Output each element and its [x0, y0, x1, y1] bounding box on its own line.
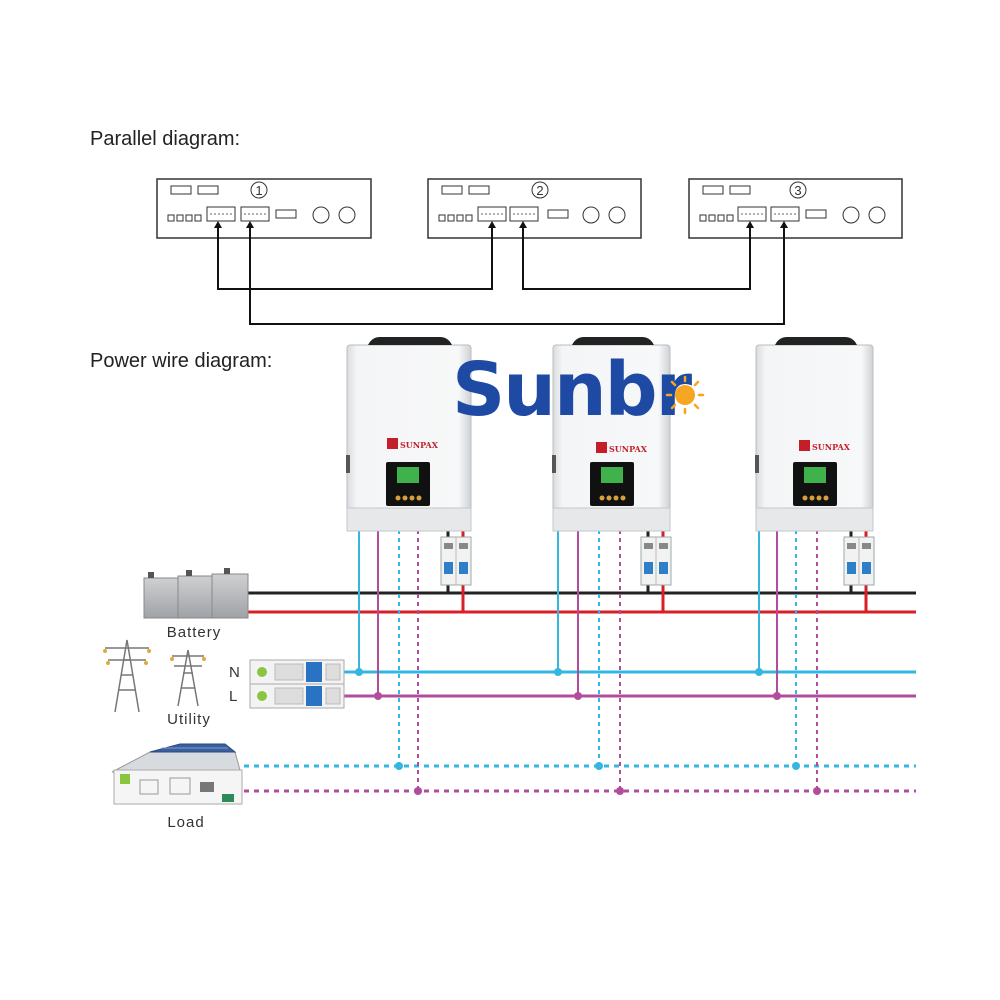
dc-breaker-1: [440, 536, 472, 586]
sun-icon: [665, 375, 705, 415]
dc-breaker-3: [843, 536, 875, 586]
ac-breaker-live: [249, 683, 345, 709]
inverter-2: SUNPAX: [552, 337, 671, 532]
utility-label: Utility: [167, 711, 211, 728]
junction-dots: [355, 668, 821, 795]
unit-number-1: 1: [255, 183, 262, 198]
inverter-3: SUNPAX: [755, 337, 874, 532]
parallel-unit-3: 3: [688, 178, 903, 239]
house-load-icon: [111, 743, 243, 805]
live-label: L: [229, 688, 237, 705]
unit-number-3: 3: [794, 183, 801, 198]
battery-label: Battery: [167, 624, 222, 641]
inverter-2-brand: SUNPAX: [609, 444, 648, 454]
parallel-diagram-title: Parallel diagram:: [90, 128, 241, 150]
utility-tower-icon: [105, 639, 204, 713]
parallel-comm-cables: [217, 224, 785, 325]
parallel-unit-2: 2: [427, 178, 642, 239]
unit-number-2: 2: [536, 183, 543, 198]
sunbr-logo: Sunbr: [452, 347, 705, 433]
neutral-label: N: [229, 664, 240, 681]
logo-text: Sunbr: [452, 347, 693, 433]
parallel-unit-1: 1: [156, 178, 372, 239]
load-label: Load: [167, 814, 204, 831]
inverter-3-brand: SUNPAX: [812, 442, 851, 452]
dc-breaker-2: [640, 536, 672, 586]
battery-icon: [143, 568, 249, 619]
inverter-2-wiring: [557, 530, 665, 791]
ac-breaker-neutral: [249, 659, 345, 685]
inverter-1-brand: SUNPAX: [400, 440, 439, 450]
cable-arrows: [214, 221, 788, 228]
power-wire-diagram-title: Power wire diagram:: [90, 350, 273, 372]
inverter-1: SUNPAX: [346, 337, 472, 532]
